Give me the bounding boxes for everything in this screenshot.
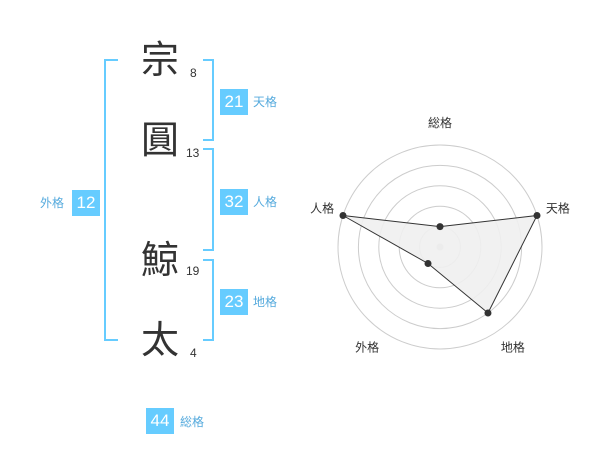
gaikaku-label: 外格 [40, 196, 65, 210]
radar-axis-label-3: 地格 [501, 339, 525, 354]
radar-point-1 [436, 223, 444, 231]
tenkaku-label: 天格 [253, 95, 278, 109]
tenkaku-value: 21 [220, 89, 248, 115]
chikaku-label: 地格 [253, 295, 278, 309]
stroke-count-2: 13 [186, 146, 200, 160]
stroke-count-3: 19 [186, 264, 200, 278]
gaikaku-value: 12 [72, 190, 100, 216]
radar-axis-label-4: 外格 [355, 339, 379, 354]
name-char-1: 宗 [141, 38, 180, 82]
stroke-count-4: 4 [190, 346, 197, 360]
chikaku-bracket [203, 259, 214, 341]
radar-points [339, 211, 541, 317]
tenkaku-bracket [203, 59, 214, 141]
chikaku-value: 23 [220, 289, 248, 315]
radar-ring [337, 144, 543, 350]
name-char-3: 鯨 [141, 238, 180, 282]
radar-axis-label-1: 総格 [428, 115, 452, 130]
radar-point-3 [484, 309, 492, 317]
radar-point-4 [424, 260, 432, 268]
name-char-2: 圓 [141, 118, 180, 162]
radar-point-5 [339, 211, 347, 219]
radar-axis-label-5: 人格 [310, 201, 334, 216]
jinkaku-label: 人格 [253, 195, 278, 209]
soukaku-value: 44 [146, 408, 174, 434]
radar-point-2 [533, 211, 541, 219]
stroke-count-1: 8 [190, 66, 197, 80]
soukaku-label: 総格 [180, 415, 205, 429]
radar-shape [342, 214, 538, 314]
radar-axis-label-2: 天格 [546, 201, 570, 216]
jinkaku-value: 32 [220, 189, 248, 215]
jinkaku-bracket [203, 148, 214, 251]
name-char-4: 太 [141, 318, 180, 362]
outer-bracket [104, 59, 118, 341]
